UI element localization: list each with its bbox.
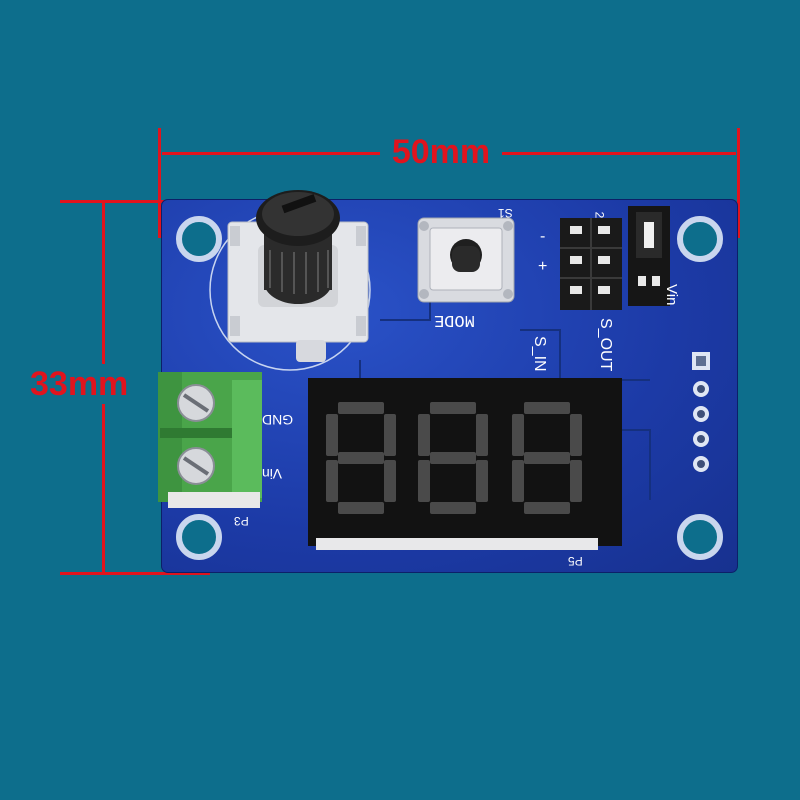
s-out-label: S_OUT <box>597 318 614 372</box>
digit-2-segment-d <box>430 502 476 514</box>
jumper-vin-label: Vin <box>663 284 680 306</box>
width-dim-left-tick <box>158 128 161 238</box>
digit-2-segment-c <box>476 460 488 502</box>
width-dim-right-tick <box>737 128 740 238</box>
digit-1-segment-c <box>384 460 396 502</box>
mount-hole-top-right <box>677 216 723 262</box>
digit-1-segment-b <box>384 414 396 456</box>
minus-label: - <box>540 228 546 245</box>
digit-3-segment-f <box>512 414 524 456</box>
digit-3-segment-d <box>524 502 570 514</box>
digit-2-segment-e <box>418 460 430 502</box>
digit-3-segment-g <box>524 452 570 464</box>
terminal-block-icon <box>158 372 262 508</box>
mode-label: MODE <box>434 310 475 329</box>
p5-label: P5 <box>568 554 583 568</box>
digit-3-segment-b <box>570 414 582 456</box>
side-pads-icon <box>692 352 710 472</box>
mount-hole-top-left <box>176 216 222 262</box>
p3-label: P3 <box>234 514 249 528</box>
height-dim-bottom-tick <box>60 572 210 575</box>
digit-2-segment-g <box>430 452 476 464</box>
height-dim-top-tick <box>60 200 210 203</box>
s-in-label: S_IN <box>531 336 548 372</box>
digit-1-segment-f <box>326 414 338 456</box>
digit-2-segment-f <box>418 414 430 456</box>
two-label: 2 <box>592 211 607 219</box>
pin-header-icon <box>560 218 622 310</box>
width-dim-label: 50mm <box>380 132 502 172</box>
digit-3-segment-a <box>524 402 570 414</box>
potentiometer-icon <box>209 190 371 371</box>
vin-label: Vin <box>262 466 282 482</box>
digit-1-segment-d <box>338 502 384 514</box>
digit-2-segment-a <box>430 402 476 414</box>
jumper-icon <box>628 206 670 306</box>
digit-2-segment-b <box>476 414 488 456</box>
digit-1-segment-e <box>326 460 338 502</box>
digit-3-segment-e <box>512 460 524 502</box>
s1-label: S1 <box>498 206 513 220</box>
gnd-label: GND <box>262 412 294 428</box>
mode-button-icon <box>417 217 515 303</box>
height-dim-label: 33mm <box>28 364 131 404</box>
digit-1-segment-a <box>338 402 384 414</box>
mount-hole-bottom-left <box>176 514 222 560</box>
plus-label: + <box>538 258 548 275</box>
mount-hole-bottom-right <box>677 514 723 560</box>
digit-1-segment-g <box>338 452 384 464</box>
digit-3-segment-c <box>570 460 582 502</box>
